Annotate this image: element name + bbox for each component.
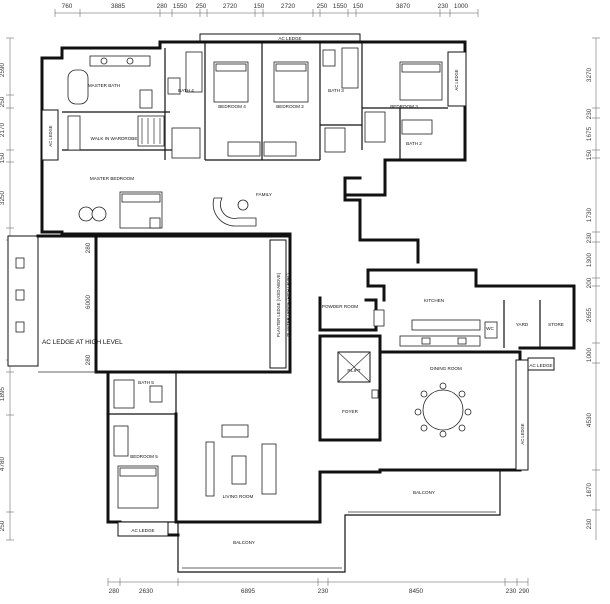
label-wc: WC bbox=[486, 326, 494, 331]
dim-left-4: 150 bbox=[0, 152, 6, 163]
void-block: AC LEDGE AT HIGH LEVEL PLANTER LEDGE (VO… bbox=[7, 234, 292, 374]
label-bath3: BATH 3 bbox=[328, 88, 344, 93]
dim-right-8: 200 bbox=[586, 277, 593, 288]
dim-left-1: 2590 bbox=[0, 62, 6, 77]
dim-left-2: 250 bbox=[0, 96, 6, 107]
upper-wing-walls: AC LEDGE AC LEDGE AC LEDGE bbox=[40, 33, 467, 264]
entry-core: POWDER ROOM P.LIFT FOYER bbox=[318, 296, 385, 442]
bath-4: BATH 4 bbox=[167, 51, 203, 159]
label-bedroom3: BEDROOM 3 bbox=[390, 104, 418, 109]
label-bedroom2: BEDROOM 2 bbox=[276, 104, 304, 109]
dim-bottom-6: 230 bbox=[506, 588, 517, 595]
master-bedroom: MASTER BEDROOM bbox=[78, 176, 163, 229]
label-planter-ledge-2: PLANTER LEDGE (HIGH LEVEL) bbox=[286, 273, 291, 337]
top-dimension-chain: 760 3885 280 1550 250 2720 150 2720 250 … bbox=[54, 3, 479, 17]
label-foyer: FOYER bbox=[342, 409, 359, 414]
label-family: FAMILY bbox=[256, 192, 272, 197]
label-dining: DINING ROOM bbox=[430, 366, 462, 371]
dim-top-1: 760 bbox=[62, 3, 73, 10]
lower-wing-walls: BATH 5 BEDROOM 5 AC LEDGE bbox=[106, 370, 180, 537]
label-ac-ledge-bottom: AC LEDGE bbox=[131, 528, 154, 533]
dim-top-14: 1000 bbox=[454, 3, 469, 10]
label-ac-ledge-dining: AC LEDGE bbox=[520, 423, 525, 444]
dim-left-6: 280 bbox=[85, 242, 92, 253]
bedroom-2: BEDROOM 2 bbox=[263, 61, 309, 157]
label-yard: YARD bbox=[516, 322, 529, 327]
dim-top-13: 230 bbox=[438, 3, 449, 10]
walk-in-wardrobe: WALK IN WARDROBE bbox=[67, 115, 165, 151]
bedroom-3: BEDROOM 3 BATH 2 bbox=[364, 61, 443, 146]
label-ac-ledge-right: AC LEDGE bbox=[454, 69, 459, 90]
dim-right-7: 1300 bbox=[586, 252, 593, 267]
dim-top-9: 250 bbox=[317, 3, 328, 10]
dining: AC LEDGE DINING ROOM bbox=[378, 350, 529, 472]
label-ac-ledge-high: AC LEDGE AT HIGH LEVEL bbox=[42, 339, 123, 346]
living: LIVING ROOM bbox=[174, 412, 382, 524]
bedroom-4: BEDROOM 4 bbox=[213, 61, 261, 157]
dim-top-3: 280 bbox=[157, 3, 168, 10]
label-master-bath: MASTER BATH bbox=[88, 83, 120, 88]
dim-bottom-1: 280 bbox=[109, 588, 120, 595]
label-walk-in: WALK IN WARDROBE bbox=[91, 136, 138, 141]
dim-right-6: 230 bbox=[586, 232, 593, 243]
label-bedroom5: BEDROOM 5 bbox=[130, 454, 158, 459]
dim-bottom-5: 8450 bbox=[409, 588, 424, 595]
dim-top-8: 2720 bbox=[281, 3, 296, 10]
label-living: LIVING ROOM bbox=[223, 494, 254, 499]
label-planter-ledge: PLANTER LEDGE (VOID ABOVE) bbox=[276, 272, 281, 337]
dim-top-6: 2720 bbox=[223, 3, 238, 10]
dim-left-7: 6000 bbox=[85, 294, 92, 309]
master-bath: MASTER BATH bbox=[67, 55, 153, 109]
dim-top-4: 1550 bbox=[173, 3, 188, 10]
label-balcony-bottom: BALCONY bbox=[233, 540, 255, 545]
dim-left-3: 2170 bbox=[0, 122, 6, 137]
label-ac-ledge-yard: AC LEDGE bbox=[529, 363, 552, 368]
dim-right-11: 4530 bbox=[586, 412, 593, 427]
dim-right-2: 230 bbox=[586, 108, 593, 119]
label-master-bedroom: MASTER BEDROOM bbox=[90, 176, 134, 181]
bottom-dimension-chain: 280 2630 6895 230 8450 230 290 bbox=[107, 578, 530, 595]
dim-left-10: 4780 bbox=[0, 456, 6, 471]
dim-left-11: 250 bbox=[0, 520, 6, 531]
dim-top-5: 250 bbox=[196, 3, 207, 10]
dim-bottom-7: 290 bbox=[519, 588, 530, 595]
dim-left-9: 1895 bbox=[0, 386, 6, 401]
label-bath5: BATH 5 bbox=[138, 380, 154, 385]
label-ac-ledge-left: AC LEDGE bbox=[48, 125, 53, 146]
dim-bottom-2: 2630 bbox=[139, 588, 154, 595]
label-store: STORE bbox=[548, 322, 564, 327]
label-lift: P.LIFT bbox=[347, 368, 360, 373]
dim-top-7: 150 bbox=[254, 3, 265, 10]
dim-right-12: 1870 bbox=[586, 482, 593, 497]
dim-right-1: 3270 bbox=[586, 67, 593, 82]
family: FAMILY bbox=[212, 192, 272, 227]
dim-left-5: 3250 bbox=[0, 190, 6, 205]
dim-right-4: 150 bbox=[586, 149, 593, 160]
label-bedroom4: BEDROOM 4 bbox=[218, 104, 246, 109]
label-ac-ledge-top: AC LEDGE bbox=[278, 36, 301, 41]
dim-top-11: 150 bbox=[353, 3, 364, 10]
dim-right-13: 230 bbox=[586, 518, 593, 529]
dim-right-3: 1675 bbox=[586, 126, 593, 141]
right-dimension-chain: 3270 230 1675 150 1730 230 1300 200 2655… bbox=[586, 37, 600, 540]
label-kitchen: KITCHEN bbox=[424, 298, 444, 303]
dim-right-10: 1000 bbox=[586, 347, 593, 362]
dim-right-9: 2655 bbox=[586, 307, 593, 322]
kitchen: KITCHEN WC YARD STORE AC LEDGE bbox=[366, 268, 576, 371]
dim-bottom-4: 230 bbox=[318, 588, 329, 595]
left-dimension-chain: 2590 250 2170 150 3250 280 6000 280 1895… bbox=[0, 37, 92, 541]
dim-left-8: 280 bbox=[85, 354, 92, 365]
dim-bottom-3: 6895 bbox=[241, 588, 256, 595]
dim-top-2: 3885 bbox=[111, 3, 126, 10]
label-bath2: BATH 2 bbox=[406, 141, 422, 146]
bath-3: BATH 3 bbox=[322, 47, 359, 153]
dim-right-5: 1730 bbox=[586, 207, 593, 222]
dim-top-12: 3870 bbox=[396, 3, 411, 10]
label-powder-room: POWDER ROOM bbox=[322, 304, 358, 309]
label-bath4: BATH 4 bbox=[178, 88, 194, 93]
balconies: BALCONY BALCONY bbox=[177, 470, 501, 573]
dim-top-10: 1550 bbox=[333, 3, 348, 10]
label-balcony-right: BALCONY bbox=[413, 490, 435, 495]
